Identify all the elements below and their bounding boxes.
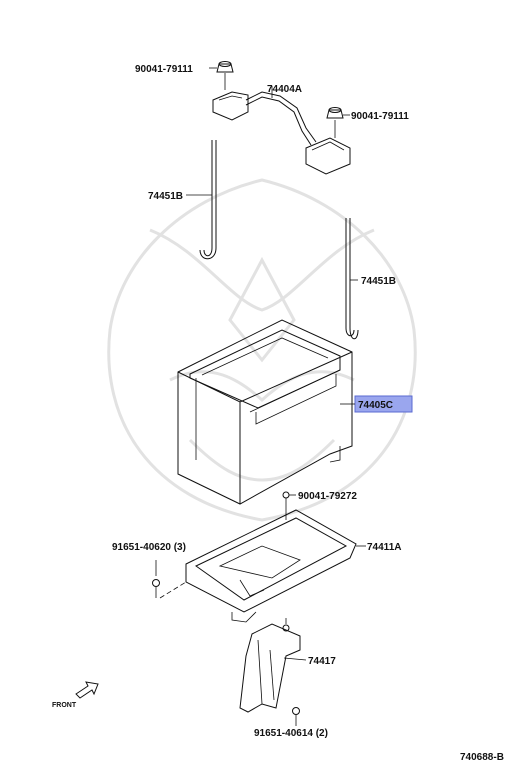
nut-top-right-icon <box>326 107 350 138</box>
hook-rod-left-icon <box>186 140 217 260</box>
label-bracket: 74417 <box>308 656 336 667</box>
bolt-tray-left-icon <box>152 560 187 599</box>
label-battery-box: 74405C <box>358 400 393 411</box>
watermark-emblem <box>107 178 417 522</box>
label-tray: 74411A <box>367 542 401 553</box>
label-bolt-tray-left: 91651-40620 (3) <box>112 542 186 553</box>
bolt-tray-icon <box>282 491 296 520</box>
label-clamp: 74404A <box>267 84 302 95</box>
battery-clamp-icon <box>212 86 351 175</box>
label-bolt-bracket: 91651-40614 (2) <box>254 728 328 739</box>
label-front: FRONT <box>52 702 77 709</box>
label-nut-top-left: 90041-79111 <box>135 64 193 75</box>
battery-tray-icon <box>185 509 366 623</box>
label-nut-top-right: 90041-79111 <box>351 111 409 122</box>
hook-rod-right-icon <box>345 218 359 340</box>
diagram-code: 740688-B <box>460 752 504 763</box>
bracket-icon <box>239 618 307 713</box>
nut-top-left-icon <box>209 61 234 90</box>
battery-box-icon <box>177 319 353 505</box>
label-bolt-tray: 90041-79272 <box>298 491 357 502</box>
label-rod-right: 74451B <box>361 276 396 287</box>
front-arrow-icon <box>75 681 99 699</box>
label-rod-left: 74451B <box>148 191 183 202</box>
bolt-bracket-icon <box>292 707 300 726</box>
